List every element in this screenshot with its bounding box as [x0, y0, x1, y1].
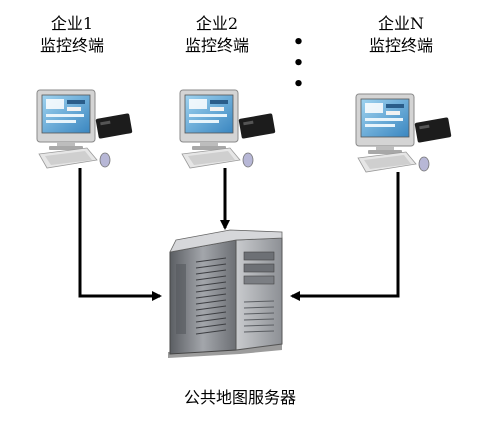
terminal-label-n: 企业N 监控终端: [356, 13, 446, 57]
server-caption: 公共地图服务器: [183, 388, 296, 407]
terminal-n-name: 企业N: [377, 14, 424, 33]
terminal-1-name: 企业1: [50, 14, 94, 33]
terminal-n-role: 监控终端: [368, 36, 433, 55]
computer-icon: [179, 89, 276, 169]
terminal-2-role: 监控终端: [184, 36, 249, 55]
computer-icon: [36, 89, 133, 169]
terminal-label-2: 企业2 监控终端: [172, 13, 262, 57]
computer-icon: [355, 93, 452, 173]
arrow-terminal-n-to-server: [290, 172, 400, 301]
connection-arrows: [78, 168, 400, 301]
arrow-terminal-1-to-server: [78, 168, 162, 301]
server-icon: [168, 229, 283, 358]
more-terminals-ellipsis: • • •: [292, 32, 306, 95]
terminal-2-name: 企业2: [195, 14, 239, 33]
terminal-label-1: 企业1 监控终端: [27, 13, 117, 57]
terminal-1-role: 监控终端: [39, 36, 104, 55]
